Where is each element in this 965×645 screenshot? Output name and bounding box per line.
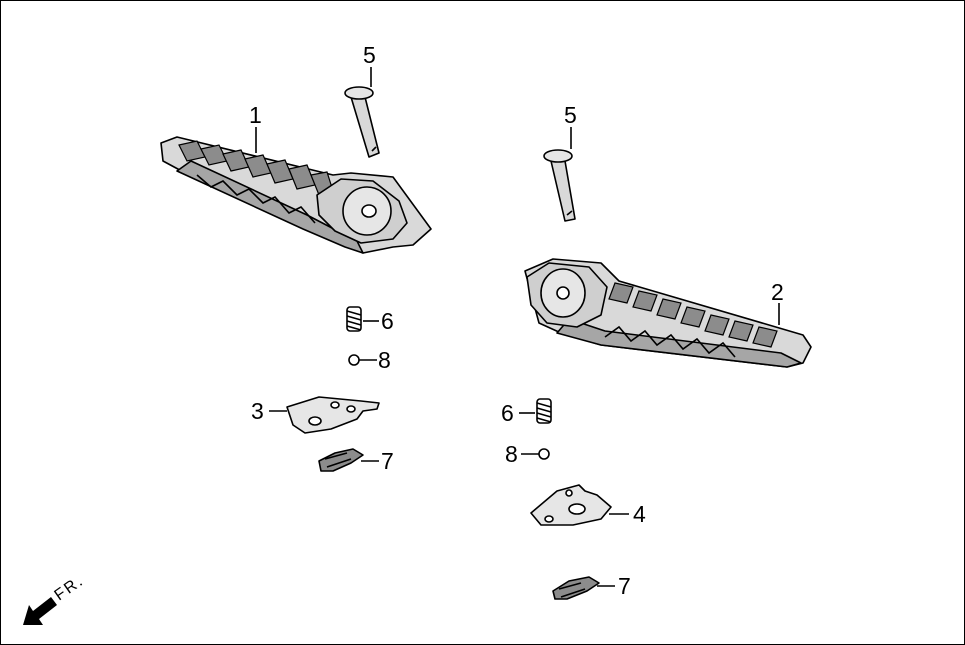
part-3-left-plate: [286, 396, 380, 434]
callout-8-left: 8: [378, 347, 391, 373]
part-8-washer-left: [348, 354, 360, 366]
part-5-pin-right: [543, 149, 576, 222]
callout-7-right: 7: [618, 573, 631, 599]
callout-6-left: 6: [381, 308, 394, 334]
callout-5-right: 5: [564, 102, 577, 128]
part-6-spring-right: [536, 398, 552, 424]
front-label: FR.: [52, 572, 88, 604]
leader-lines: [255, 67, 780, 587]
part-1-left-footpeg: [160, 136, 432, 254]
part-4-right-plate: [530, 484, 612, 526]
callout-3: 3: [251, 398, 264, 424]
callout-8-right: 8: [505, 441, 518, 467]
part-7-clip-left: [318, 448, 364, 472]
callout-7-left: 7: [381, 448, 394, 474]
part-8-washer-right: [538, 448, 550, 460]
front-arrow-icon: [23, 597, 57, 625]
callout-4: 4: [633, 501, 646, 527]
callout-5-left: 5: [363, 42, 376, 68]
part-6-spring-left: [346, 306, 362, 332]
part-7-clip-right: [552, 576, 600, 600]
part-5-pin-left: [344, 86, 380, 158]
callout-2: 2: [771, 279, 784, 305]
callout-1: 1: [249, 102, 262, 128]
front-direction-indicator: FR.: [23, 572, 87, 625]
callout-6-right: 6: [501, 400, 514, 426]
part-2-right-footpeg: [524, 258, 812, 368]
